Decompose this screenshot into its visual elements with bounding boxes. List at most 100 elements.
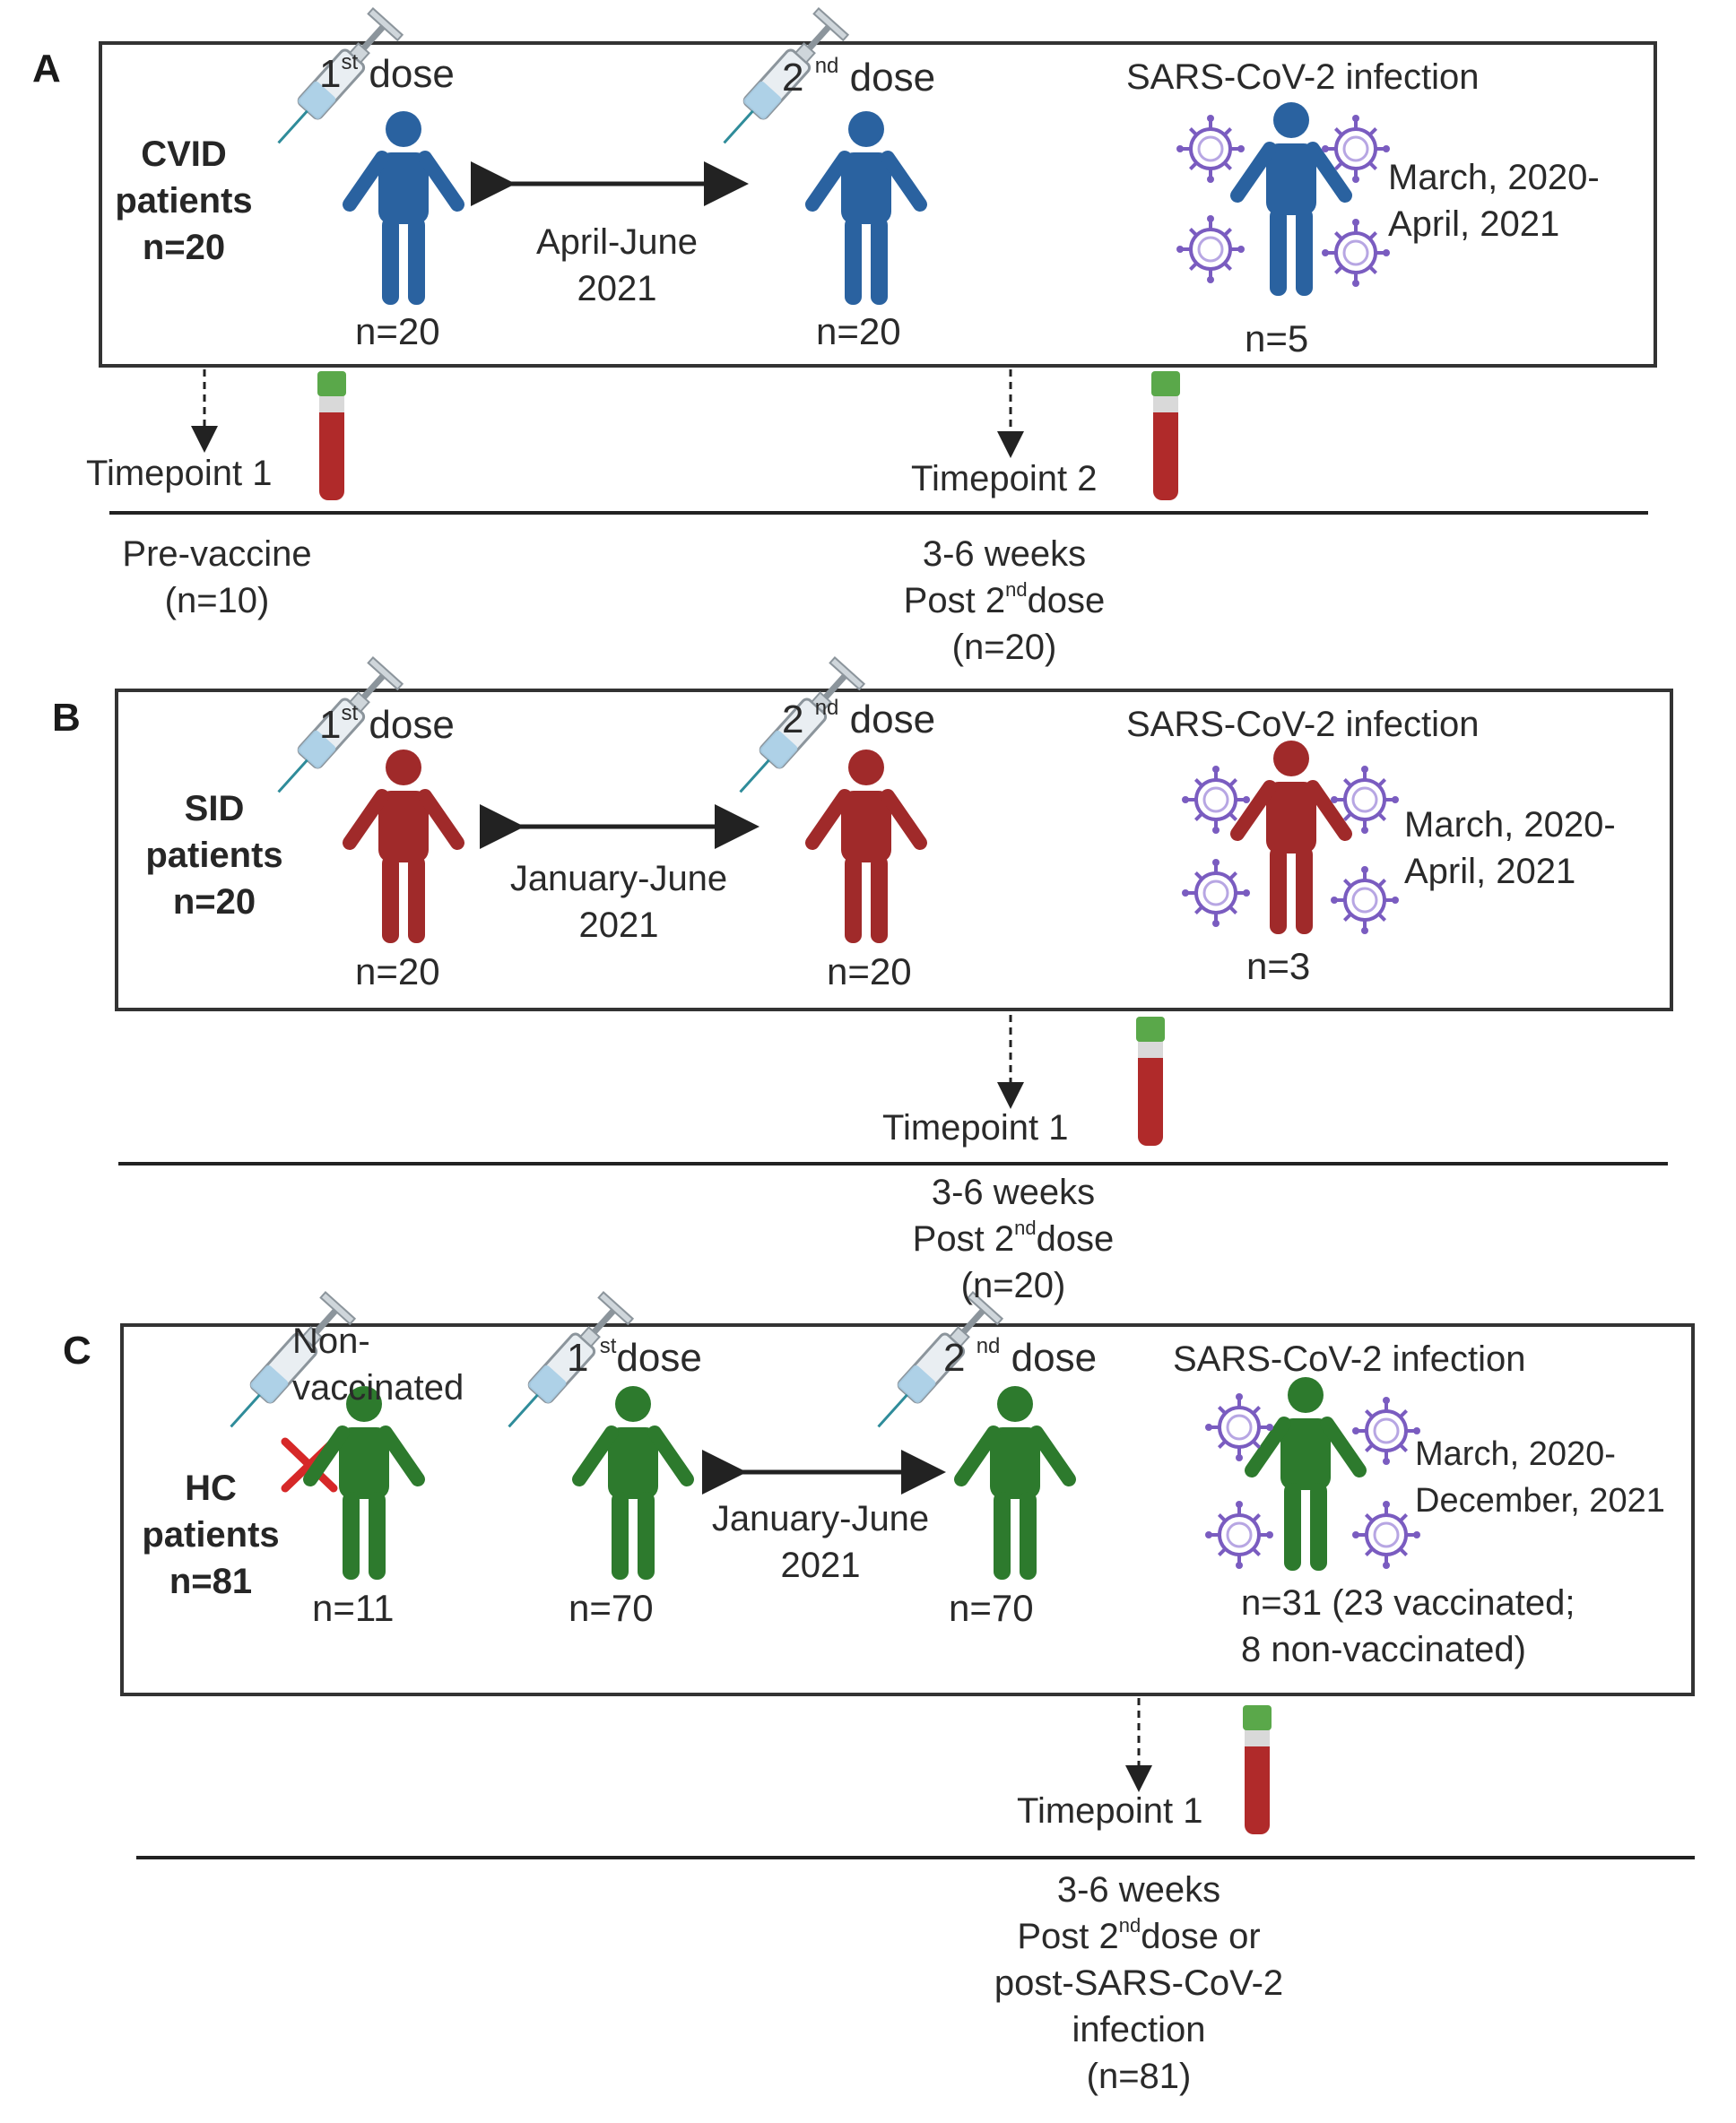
dose-1-label: 1 stdose xyxy=(567,1336,702,1381)
count-infection: n=31 (23 vaccinated; 8 non-vaccinated) xyxy=(1241,1580,1575,1673)
count-dose-1: n=70 xyxy=(569,1587,654,1629)
dose-2-label: 2 nd dose xyxy=(782,56,935,100)
period-end: April, 2021 xyxy=(1388,204,1560,244)
timepoint-label: Timepoint 1 xyxy=(1017,1791,1203,1831)
detail-line: 3-6 weeks xyxy=(1056,1870,1221,1910)
panel-letter: B xyxy=(52,696,81,740)
ordinal-suffix: nd xyxy=(814,696,839,720)
group-count: n=20 xyxy=(142,228,226,267)
interval-year: 2021 xyxy=(780,1546,861,1585)
detail-dose: dose xyxy=(1027,581,1106,620)
nonvax-line: vaccinated xyxy=(292,1368,464,1408)
ordinal-suffix: st xyxy=(341,701,359,725)
count-infection: n=3 xyxy=(1246,945,1311,987)
group-word: patients xyxy=(145,836,283,875)
timepoint-label: Timepoint 1 xyxy=(882,1108,1069,1148)
detail-count: (n=20) xyxy=(951,628,1057,667)
infection-label: SARS-CoV-2 infection xyxy=(1126,705,1480,744)
blood-tube-icon xyxy=(1151,371,1180,500)
detail-post: Post 2 xyxy=(912,1219,1015,1259)
timepoint-detail: 3-6 weeks Post 2nddose or post-SARS-CoV-… xyxy=(968,1867,1309,2100)
dose-1-label: 1st dose xyxy=(319,703,455,748)
group-word: patients xyxy=(142,1515,280,1555)
dose-2-label: 2 nd dose xyxy=(943,1336,1097,1381)
dose-number: 1 xyxy=(567,1336,600,1380)
dose-word: dose xyxy=(838,56,936,100)
detail-line: post-SARS-CoV-2 xyxy=(994,1963,1284,2003)
infection-label: SARS-CoV-2 infection xyxy=(1173,1339,1526,1379)
person-icon xyxy=(1237,102,1345,296)
period-start: March, 2020- xyxy=(1388,158,1600,197)
infection-period: March, 2020- April, 2021 xyxy=(1388,154,1600,247)
dose-number: 2 xyxy=(782,698,815,741)
virus-icon xyxy=(1180,857,1252,929)
group-word: patients xyxy=(115,181,253,221)
detail-line: Post 2nddose xyxy=(870,1216,1157,1262)
interval-label: April-June 2021 xyxy=(509,219,725,312)
dose-1-label: 1st dose xyxy=(319,52,455,97)
dose-word: dose xyxy=(616,1336,702,1380)
group-name: SID xyxy=(184,789,245,828)
virus-icon xyxy=(1203,1499,1275,1571)
detail-dose: dose or xyxy=(1141,1917,1261,1956)
person-icon xyxy=(961,1386,1069,1580)
period-end: April, 2021 xyxy=(1404,852,1576,891)
blood-tube-icon xyxy=(1136,1017,1165,1146)
interval-months: January-June xyxy=(509,859,728,898)
person-icon xyxy=(1237,741,1345,934)
blood-tube-icon xyxy=(1243,1705,1272,1834)
count-dose-2: n=20 xyxy=(816,310,901,352)
detail-dose: dose xyxy=(1036,1219,1115,1259)
person-icon xyxy=(579,1386,687,1580)
detail-line: 3-6 weeks xyxy=(922,534,1087,574)
person-icon xyxy=(812,111,920,305)
ordinal-suffix: nd xyxy=(1118,1914,1141,1937)
interval-months: January-June xyxy=(711,1499,930,1538)
timepoint-detail: Pre-vaccine (n=10) xyxy=(100,531,334,624)
person-icon xyxy=(812,750,920,943)
detail-post: Post 2 xyxy=(1017,1917,1119,1956)
nonvax-label: Non- vaccinated xyxy=(292,1318,464,1411)
count-infection: n=5 xyxy=(1245,317,1309,360)
count-infection-line: 8 non-vaccinated) xyxy=(1241,1630,1526,1669)
panel-letter: A xyxy=(32,47,61,91)
virus-icon xyxy=(1175,113,1246,185)
count-dose-2: n=70 xyxy=(949,1587,1034,1629)
dose-number: 1 xyxy=(319,703,342,747)
interval-year: 2021 xyxy=(578,906,659,945)
count-dose-1: n=20 xyxy=(355,950,440,992)
group-name: CVID xyxy=(141,134,227,174)
group-count: n=20 xyxy=(172,882,256,922)
dose-number: 2 xyxy=(943,1336,976,1380)
interval-label: January-June 2021 xyxy=(484,855,753,949)
detail-line: Post 2nddose xyxy=(861,577,1148,624)
blood-tube-icon xyxy=(317,371,346,500)
ordinal-suffix: nd xyxy=(1005,578,1028,601)
detail-count: (n=10) xyxy=(164,581,270,620)
period-start: March, 2020- xyxy=(1415,1435,1616,1473)
period-start: March, 2020- xyxy=(1404,805,1616,845)
ordinal-suffix: nd xyxy=(976,1334,1001,1358)
dose-number: 1 xyxy=(319,52,342,96)
group-label: SID patients n=20 xyxy=(129,785,299,925)
panel-b-box xyxy=(115,689,1673,1011)
group-count: n=81 xyxy=(169,1562,253,1601)
detail-count: (n=81) xyxy=(1086,2057,1192,2096)
timepoint-detail: 3-6 weeks Post 2nddose (n=20) xyxy=(870,1169,1157,1309)
period-end: December, 2021 xyxy=(1415,1482,1665,1520)
ordinal-suffix: nd xyxy=(1014,1217,1037,1239)
virus-icon xyxy=(1350,1395,1422,1467)
virus-icon xyxy=(1350,1499,1422,1571)
virus-icon xyxy=(1320,217,1392,289)
group-label: HC patients n=81 xyxy=(126,1465,296,1605)
panel-c-box xyxy=(120,1323,1695,1696)
interval-label: January-June 2021 xyxy=(681,1495,959,1589)
count-dose-1: n=20 xyxy=(355,310,440,352)
detail-line: 3-6 weeks xyxy=(931,1173,1096,1212)
virus-icon xyxy=(1329,864,1401,936)
detail-count: (n=20) xyxy=(960,1266,1066,1305)
timepoint-detail: 3-6 weeks Post 2nddose (n=20) xyxy=(861,531,1148,671)
detail-post: Post 2 xyxy=(903,581,1006,620)
dose-word: dose xyxy=(1000,1336,1098,1380)
virus-icon xyxy=(1175,213,1246,285)
